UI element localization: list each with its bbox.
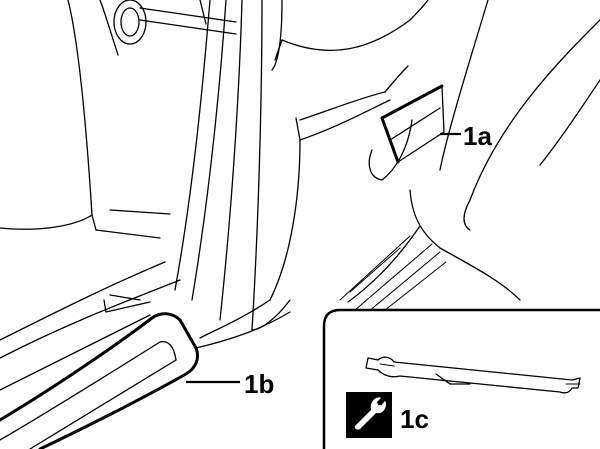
callout-1c: 1c	[400, 404, 429, 434]
b-pillar	[174, 0, 291, 331]
door-check-strap	[113, 0, 237, 45]
trim-removal-tool	[365, 356, 581, 394]
floor-area	[0, 225, 447, 359]
tool-inset-panel: 1c	[322, 308, 600, 449]
rear-door-edge	[409, 0, 600, 301]
callout-1a: 1a	[463, 121, 492, 151]
interior-trim-panel	[199, 0, 429, 339]
sill-trim-strip	[0, 311, 291, 449]
callout-1b: 1b	[244, 369, 274, 399]
wrench-icon	[346, 392, 392, 438]
door-frame	[0, 0, 171, 239]
trim-clip-recess	[368, 84, 445, 181]
